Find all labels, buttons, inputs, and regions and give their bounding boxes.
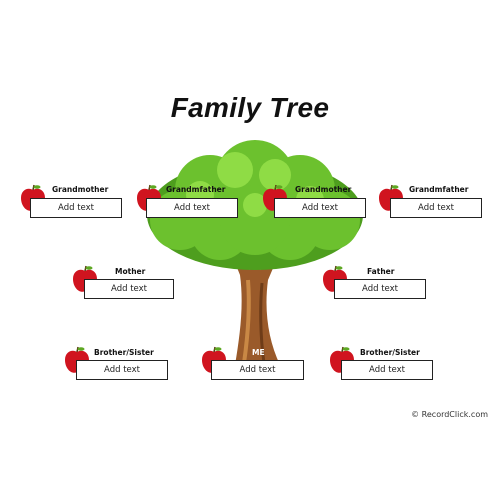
page-title: Family Tree [170, 92, 330, 123]
member-text-field[interactable]: Add text [30, 198, 122, 218]
member-label: Grandmother [52, 185, 109, 194]
member-text-field[interactable]: Add text [211, 360, 304, 380]
member-label: Brother/Sister [94, 348, 154, 357]
member-text-field[interactable]: Add text [334, 279, 426, 299]
tree-illustration [147, 140, 363, 365]
member-label: Mother [115, 267, 146, 276]
member-label: Grandmfather [166, 185, 226, 194]
member-label: Father [367, 267, 395, 276]
member-label: ME [252, 348, 265, 357]
member-text-field[interactable]: Add text [76, 360, 168, 380]
member-text-field[interactable]: Add text [84, 279, 174, 299]
member-text-field[interactable]: Add text [146, 198, 238, 218]
member-label: Grandmfather [409, 185, 469, 194]
member-text-field[interactable]: Add text [341, 360, 433, 380]
credit-text: © RecordClick.com [411, 410, 488, 419]
member-text-field[interactable]: Add text [390, 198, 482, 218]
member-label: Brother/Sister [360, 348, 420, 357]
member-text-field[interactable]: Add text [274, 198, 366, 218]
member-label: Grandmother [295, 185, 352, 194]
